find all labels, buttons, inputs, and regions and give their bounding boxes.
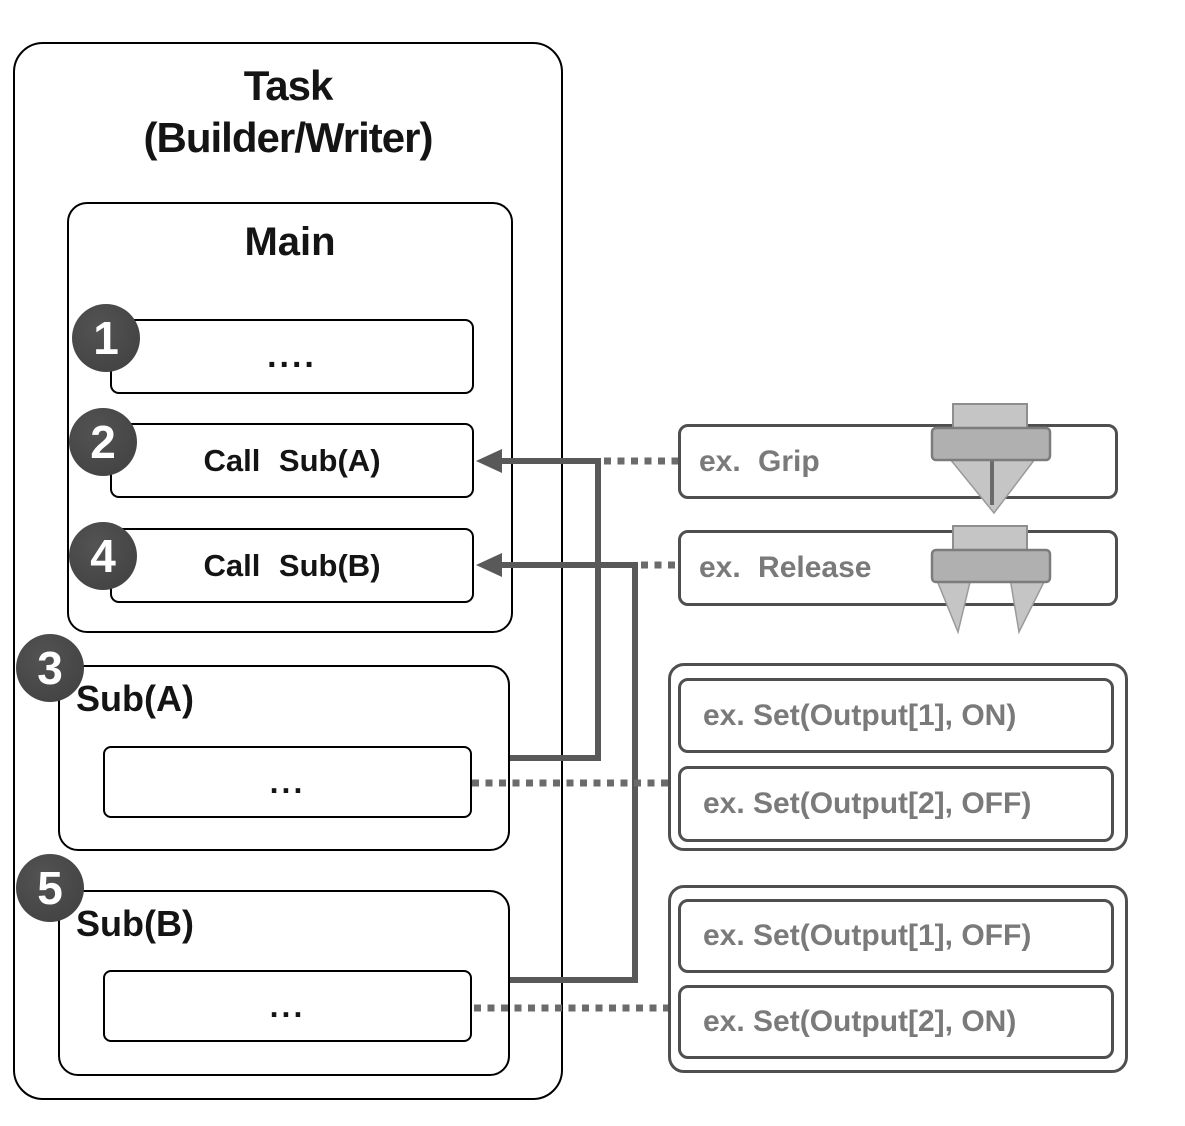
task-title: Task (Builder/Writer): [13, 60, 563, 164]
main-step-4-label: Call Sub(B): [203, 547, 381, 583]
set-output2-off-box: ex. Set(Output[2], OFF): [678, 766, 1114, 842]
task-title-line1: Task: [243, 62, 334, 109]
set-output1-off-label: ex. Set(Output[1], OFF): [703, 919, 1032, 952]
release-example-box: ex. Release: [678, 530, 1118, 606]
task-title-line2: (Builder/Writer): [143, 114, 434, 161]
set-output1-off-box: ex. Set(Output[1], OFF): [678, 899, 1114, 973]
step-number-badge-1: 1: [72, 304, 140, 372]
sub-b-title: Sub(B): [76, 903, 194, 944]
sub-a-body-box: ...: [103, 746, 472, 818]
sub-a-body-label: ...: [269, 763, 306, 800]
main-step-1-label: ....: [267, 337, 317, 375]
main-step-2-call-sub-a-box: Call Sub(A): [110, 423, 474, 498]
set-output2-on-label: ex. Set(Output[2], ON): [703, 1005, 1017, 1038]
main-title: Main: [244, 220, 336, 264]
grip-example-label: ex. Grip: [699, 444, 820, 478]
main-step-1-box: ....: [110, 319, 474, 394]
grip-example-box: ex. Grip: [678, 424, 1118, 499]
step-number-badge-3: 3: [16, 634, 84, 702]
step-number-badge-2: 2: [69, 408, 137, 476]
set-output2-off-label: ex. Set(Output[2], OFF): [703, 787, 1032, 820]
main-step-2-label: Call Sub(A): [203, 442, 381, 478]
set-output1-on-label: ex. Set(Output[1], ON): [703, 698, 1017, 732]
main-step-4-call-sub-b-box: Call Sub(B): [110, 528, 474, 603]
set-output1-on-box: ex. Set(Output[1], ON): [678, 678, 1114, 753]
sub-b-body-label: ...: [269, 987, 306, 1024]
sub-b-body-box: ...: [103, 970, 472, 1042]
step-number-badge-5: 5: [16, 854, 84, 922]
release-example-label: ex. Release: [699, 551, 872, 584]
step-number-badge-4: 4: [69, 522, 137, 590]
sub-a-title: Sub(A): [76, 678, 194, 719]
set-output2-on-box: ex. Set(Output[2], ON): [678, 985, 1114, 1059]
